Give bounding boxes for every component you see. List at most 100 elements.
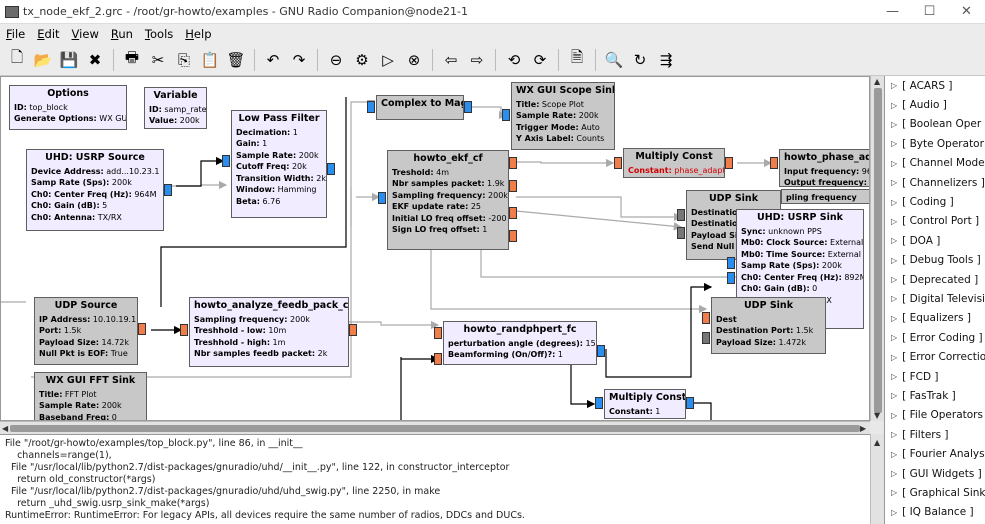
hier-icon[interactable]: ⇶	[659, 50, 673, 69]
category-item[interactable]: ▷[ Audio ]	[885, 95, 985, 114]
category-item[interactable]: ▷[ Debug Tools ]	[885, 251, 985, 270]
block-port[interactable]	[434, 327, 442, 339]
expand-triangle-icon[interactable]: ▷	[891, 352, 898, 362]
scroll-left-icon[interactable]: ◀	[2, 424, 9, 433]
expand-triangle-icon[interactable]: ▷	[891, 391, 898, 401]
expand-triangle-icon[interactable]: ▷	[891, 275, 898, 285]
canvas-horizontal-scrollbar[interactable]: ◀ ▶	[0, 421, 870, 434]
block-port[interactable]	[180, 324, 188, 336]
new-icon[interactable]: 🗋	[10, 48, 24, 66]
category-item[interactable]: ▷[ FCD ]	[885, 367, 985, 386]
block-port[interactable]	[727, 257, 735, 269]
expand-triangle-icon[interactable]: ▷	[891, 139, 898, 149]
block-port[interactable]	[502, 109, 510, 121]
category-item[interactable]: ▷[ Channel Mode	[885, 154, 985, 173]
block-port[interactable]	[464, 101, 472, 113]
block-port[interactable]	[164, 184, 172, 196]
maximize-button[interactable]: ☐	[923, 4, 936, 19]
expand-triangle-icon[interactable]: ▷	[891, 294, 898, 304]
expand-triangle-icon[interactable]: ▷	[891, 100, 898, 110]
reload-icon[interactable]: ↻	[633, 50, 647, 69]
category-item[interactable]: ▷[ Error Coding ]	[885, 328, 985, 347]
close-file-icon[interactable]: ✖	[88, 50, 102, 69]
block-port[interactable]	[702, 312, 710, 324]
console-scroll-up-icon[interactable]: ▲	[874, 438, 881, 447]
expand-triangle-icon[interactable]: ▷	[891, 236, 898, 246]
category-item[interactable]: ▷[ Control Port ]	[885, 212, 985, 231]
rotate-cw-icon[interactable]: ⟳	[533, 50, 547, 69]
disable-icon[interactable]: ⊖	[329, 50, 343, 69]
block-port[interactable]	[434, 353, 442, 365]
find-icon[interactable]: 🔍	[604, 50, 624, 69]
console-output[interactable]: File "/root/gr-howto/examples/top_block.…	[0, 434, 870, 524]
block-port[interactable]	[327, 163, 335, 175]
rotate-ccw-icon[interactable]: ⟲	[507, 50, 521, 69]
open-icon[interactable]: 📂	[33, 50, 53, 69]
expand-triangle-icon[interactable]: ▷	[891, 81, 898, 91]
block-port[interactable]	[614, 157, 622, 169]
expand-triangle-icon[interactable]: ▷	[891, 488, 898, 498]
menu-file[interactable]: File	[6, 27, 26, 41]
close-window-button[interactable]: ✕	[961, 4, 972, 19]
block-port[interactable]	[509, 180, 517, 192]
expand-triangle-icon[interactable]: ▷	[891, 410, 898, 420]
block-port[interactable]	[702, 332, 710, 344]
menu-edit[interactable]: Edit	[37, 27, 60, 41]
scroll-up-icon[interactable]: ▲	[874, 77, 881, 86]
expand-triangle-icon[interactable]: ▷	[891, 216, 898, 226]
block-port[interactable]	[770, 157, 778, 169]
doc-icon[interactable]: 🗎	[570, 48, 584, 66]
block-port[interactable]	[509, 157, 517, 169]
category-item[interactable]: ▷[ Error Correctio	[885, 347, 985, 366]
expand-triangle-icon[interactable]: ▷	[891, 507, 898, 517]
expand-triangle-icon[interactable]: ▷	[891, 119, 898, 129]
menu-view[interactable]: View	[71, 27, 99, 41]
block-port[interactable]	[597, 345, 605, 357]
execute-icon[interactable]: ▷	[382, 50, 394, 69]
category-item[interactable]: ▷[ GUI Widgets ]	[885, 464, 985, 483]
expand-triangle-icon[interactable]: ▷	[891, 333, 898, 343]
category-item[interactable]: ▷[ Coding ]	[885, 192, 985, 211]
stop-icon[interactable]: ⊗	[407, 50, 421, 69]
block-port[interactable]	[509, 207, 517, 219]
category-item[interactable]: ▷[ Channelizers ]	[885, 173, 985, 192]
block-port[interactable]	[677, 209, 685, 221]
expand-triangle-icon[interactable]: ▷	[891, 313, 898, 323]
category-item[interactable]: ▷[ Digital Televisi	[885, 289, 985, 308]
expand-triangle-icon[interactable]: ▷	[891, 469, 898, 478]
block-port[interactable]	[222, 155, 230, 167]
category-item[interactable]: ▷[ Deprecated ]	[885, 270, 985, 289]
expand-triangle-icon[interactable]: ▷	[891, 430, 898, 440]
minimize-button[interactable]: —	[886, 4, 899, 19]
category-item[interactable]: ▷[ Filters ]	[885, 425, 985, 444]
horizontal-scroll-thumb[interactable]	[10, 425, 860, 432]
category-item[interactable]: ▷[ Fourier Analys	[885, 444, 985, 463]
block-port[interactable]	[367, 101, 375, 113]
canvas-vertical-scrollbar[interactable]: ▲ ▼	[870, 76, 884, 421]
scroll-down-icon[interactable]: ▼	[874, 411, 881, 420]
category-item[interactable]: ▷[ Graphical Sink	[885, 483, 985, 502]
category-item[interactable]: ▷[ Equalizers ]	[885, 309, 985, 328]
scroll-right-icon[interactable]: ▶	[860, 424, 867, 433]
expand-triangle-icon[interactable]: ▷	[891, 449, 898, 459]
copy-icon[interactable]: ⎘	[177, 50, 190, 69]
console-scrollbar[interactable]: ▲	[870, 434, 884, 524]
menu-help[interactable]: Help	[185, 27, 212, 41]
paste-icon[interactable]: 📋	[200, 50, 220, 69]
redo-icon[interactable]: ↷	[292, 50, 306, 69]
expand-triangle-icon[interactable]: ▷	[891, 372, 898, 382]
category-item[interactable]: ▷[ IQ Balance ]	[885, 503, 985, 522]
block-sampling-frag[interactable]: pling frequency	[781, 189, 869, 204]
category-item[interactable]: ▷[ Byte Operator	[885, 134, 985, 153]
back-icon[interactable]: ⇦	[444, 50, 458, 69]
